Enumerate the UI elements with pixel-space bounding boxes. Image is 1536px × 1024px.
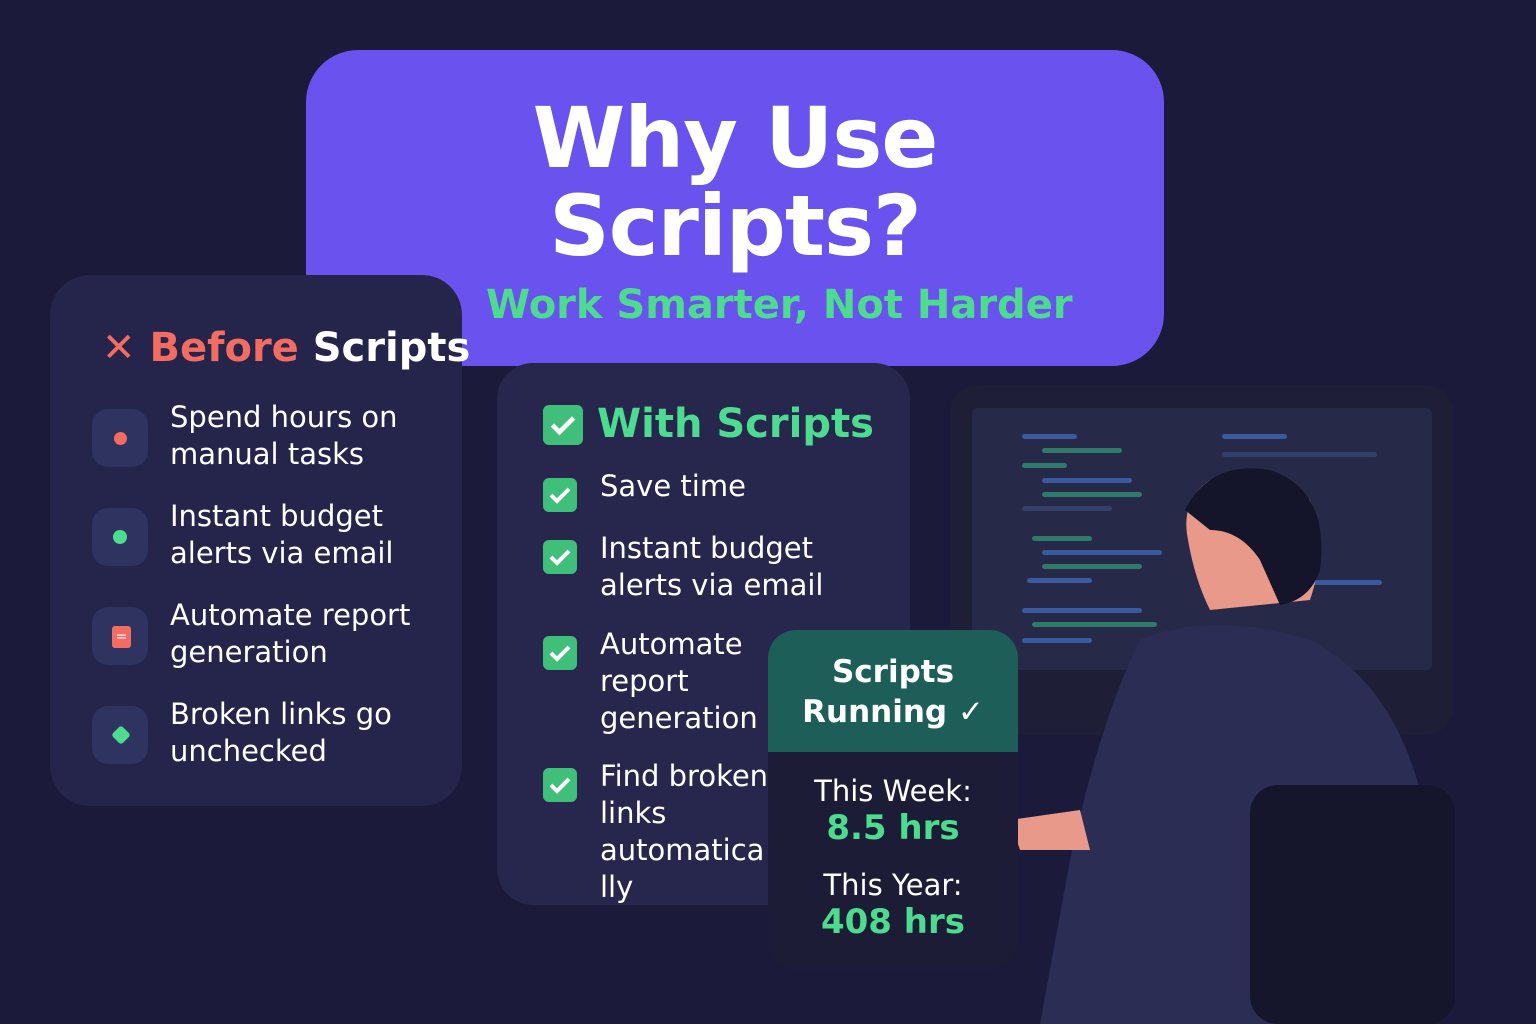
list-item: = Automate report generation	[92, 597, 452, 677]
document-icon: =	[92, 607, 148, 665]
list-item: Instant budget alerts via email	[92, 498, 452, 578]
week-value: 8.5 hrs	[826, 808, 960, 848]
subtitle: Work Smarter, Not Harder	[486, 282, 1073, 328]
green-diamond-icon	[92, 706, 148, 764]
before-scripts-card: ✕ Before Scripts Spend hours on manual t…	[50, 275, 470, 806]
week-label: This Week:	[814, 774, 972, 808]
list-item: Spend hours on manual tasks	[92, 399, 452, 479]
person-illustration	[1010, 468, 1455, 1024]
check-icon	[543, 540, 577, 574]
check-icon	[543, 636, 577, 670]
check-icon	[543, 478, 577, 512]
check-icon	[543, 768, 577, 802]
year-value: 408 hrs	[820, 902, 966, 942]
before-title: ✕ Before Scripts	[102, 325, 471, 371]
x-icon: ✕	[102, 325, 136, 371]
with-title: With Scripts	[597, 401, 874, 447]
list-item: Broken links go unchecked	[92, 696, 452, 776]
year-label: This Year:	[823, 868, 963, 902]
checkbox-icon	[543, 405, 583, 445]
green-dot-icon	[92, 508, 148, 566]
red-dot-icon	[92, 409, 148, 467]
